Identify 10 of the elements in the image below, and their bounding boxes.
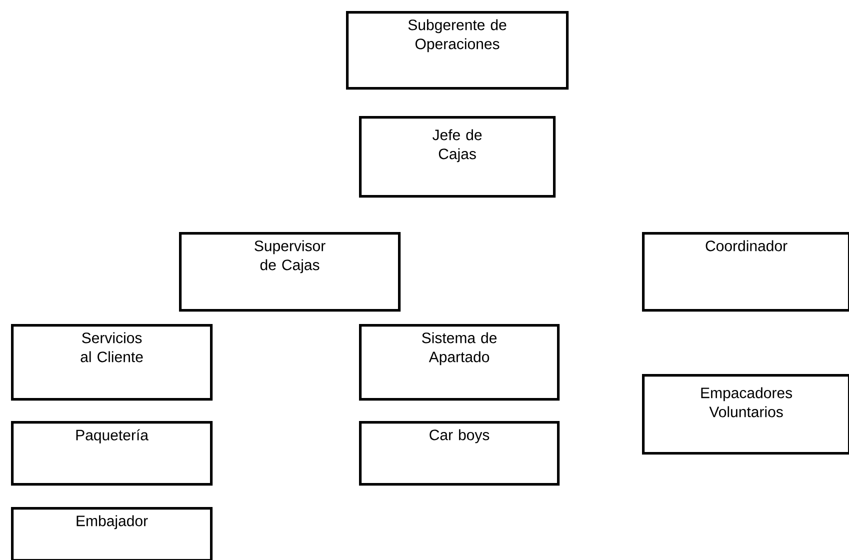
org-box: Supervisor de Cajas [179,232,401,312]
org-box: Servicios al Cliente [11,324,213,401]
org-box: Coordinador [642,232,849,312]
org-box: Empacadores Voluntarios [642,374,849,455]
org-box: Embajador [11,507,213,560]
org-box: Sistema de Apartado [359,324,560,401]
org-box: Subgerente de Operaciones [346,11,569,90]
org-box: Jefe de Cajas [359,116,556,198]
org-box: Paquetería [11,421,213,486]
org-box: Car boys [359,421,560,486]
